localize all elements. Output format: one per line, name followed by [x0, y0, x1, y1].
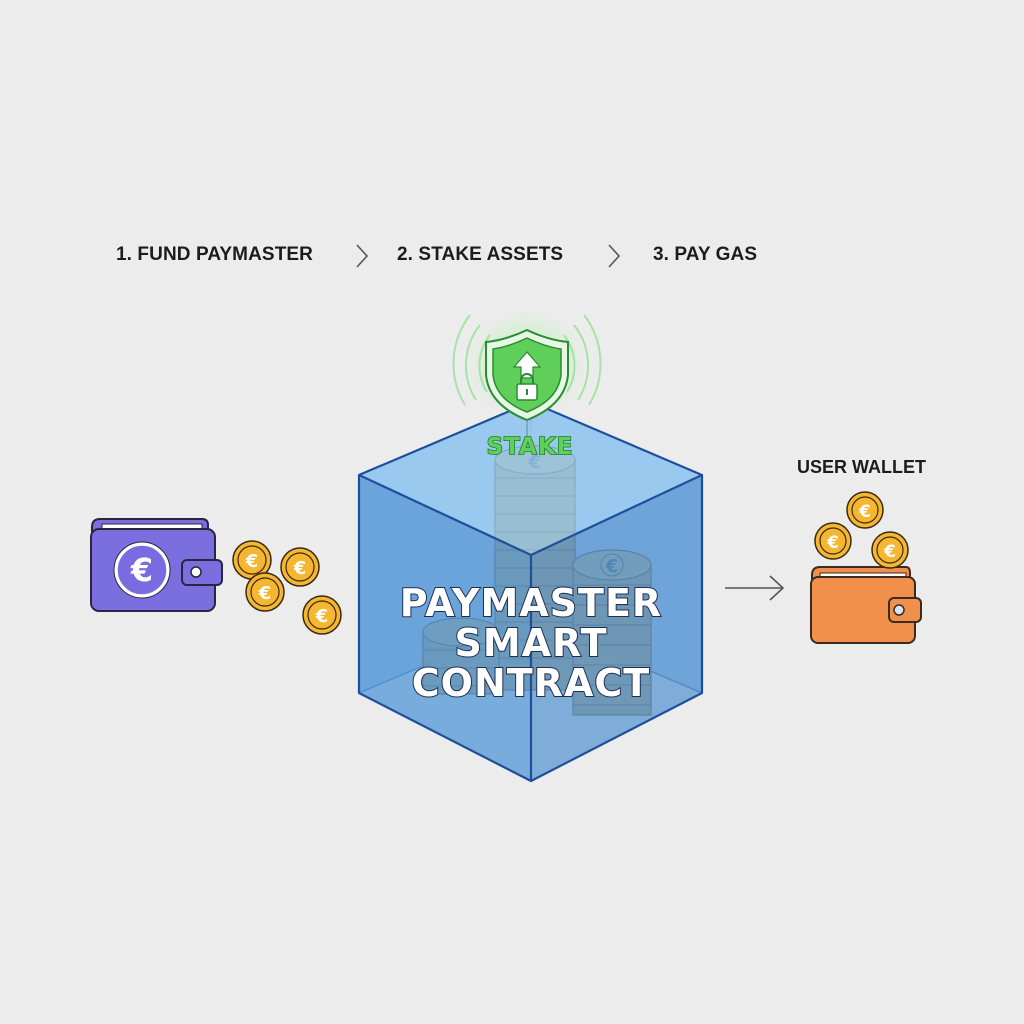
chevron-right-icon	[608, 244, 621, 268]
coin-icon: €	[871, 531, 909, 569]
step-pay-gas: 3. PAY GAS	[653, 244, 758, 265]
svg-text:€: €	[245, 551, 259, 572]
paymaster-contract-title: PAYMASTER SMART CONTRACT	[360, 581, 702, 705]
process-steps: 1. FUND PAYMASTER 2. STAKE ASSETS 3. PAY…	[0, 240, 1024, 272]
wallet-icon	[810, 576, 922, 644]
svg-text:€: €	[258, 583, 272, 604]
coin-icon: €	[846, 491, 884, 529]
svg-text:€: €	[858, 502, 871, 522]
user-wallet-label: USER WALLET	[797, 457, 926, 477]
step-stake-assets: 2. STAKE ASSETS	[397, 244, 564, 265]
step-fund-paymaster: 1. FUND PAYMASTER	[116, 244, 314, 265]
svg-text:€: €	[826, 533, 839, 553]
stake-label: STAKE	[486, 433, 574, 461]
euro-wallet-icon: €	[90, 518, 223, 612]
contract-title-line1: PAYMASTER	[399, 581, 663, 625]
user-wallet-group: € € €	[810, 491, 922, 644]
svg-text:€: €	[293, 558, 307, 579]
coin-icon: €	[232, 540, 272, 580]
coin-icon: €	[814, 522, 852, 560]
svg-text:€: €	[315, 606, 329, 627]
svg-text:€: €	[130, 551, 153, 589]
arrow-right-icon	[725, 575, 785, 601]
coin-icon: €	[280, 547, 320, 587]
paymaster-cube: € €	[357, 310, 704, 783]
contract-title-line2: SMART	[453, 621, 608, 665]
chevron-right-icon	[356, 244, 369, 268]
coin-icon: €	[245, 572, 285, 612]
svg-text:€: €	[883, 542, 896, 562]
shield-lock-arrow-icon	[452, 310, 602, 440]
coin-icon: €	[302, 595, 342, 635]
contract-title-line3: CONTRACT	[411, 661, 651, 705]
source-wallet-group: € € € € €	[90, 518, 342, 635]
